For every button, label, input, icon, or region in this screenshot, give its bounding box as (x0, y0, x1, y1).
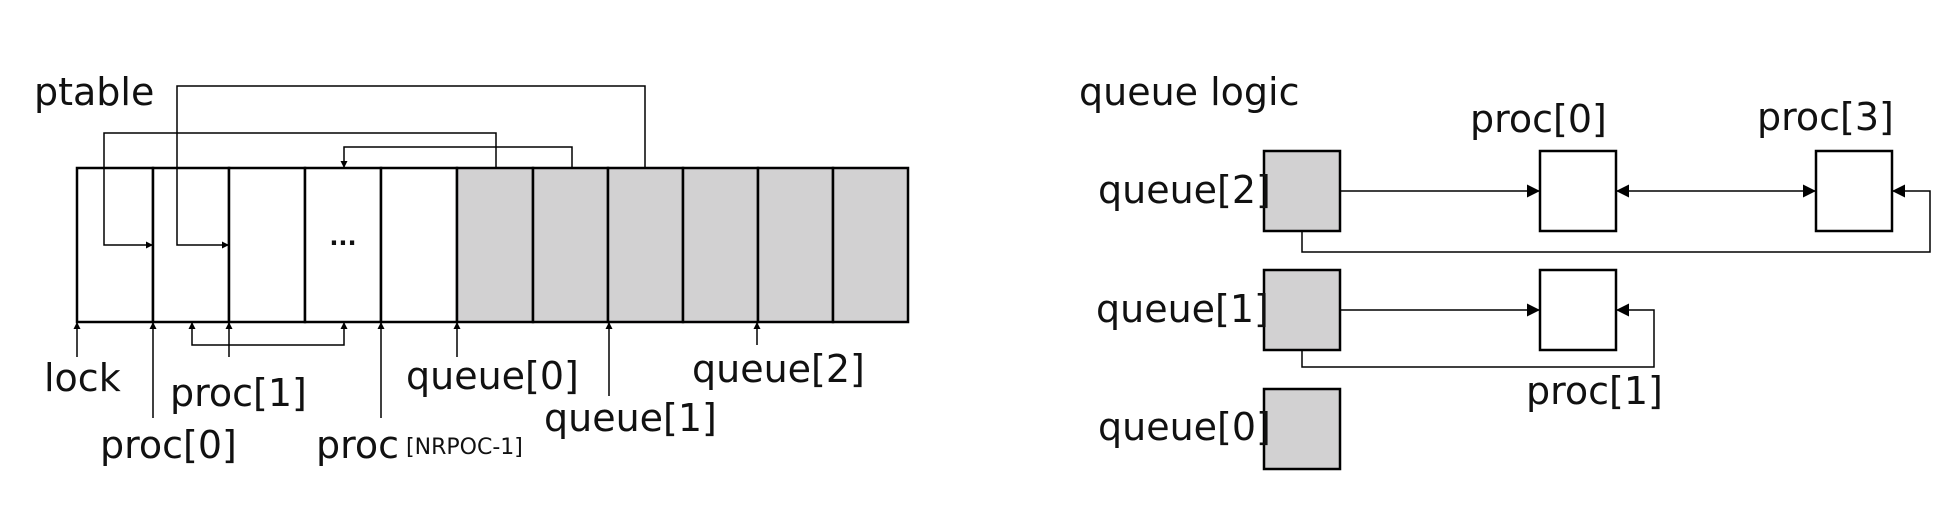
queue2-label: queue[2] (692, 347, 865, 391)
cell-proc-1 (227, 166, 307, 324)
queue0-box (1262, 387, 1342, 471)
proc0-label: proc[0] (100, 423, 237, 467)
cell-queue-0b (531, 166, 610, 324)
queue0-to-proc0-arrow (103, 132, 497, 249)
ptable-cells (75, 166, 910, 324)
proc-range-arrow (188, 322, 348, 346)
cell-proc-last (379, 166, 459, 324)
cell-queue-0 (455, 166, 535, 324)
queue-logic-section: queue logic queue[2] queue[1] queue[0] p… (1079, 70, 1931, 471)
cell-queue-2b (831, 166, 910, 324)
lock-label: lock (44, 356, 121, 400)
queue2-tail-arrow (1301, 184, 1931, 253)
queue1-tail-arrow (1301, 303, 1655, 368)
ptable-title: ptable (34, 70, 154, 114)
cell-queue-2 (756, 166, 835, 324)
queue1-to-proc1-arrow (176, 85, 646, 249)
proc0-label-right: proc[0] (1470, 97, 1607, 141)
queue2-label-right: queue[2] (1098, 168, 1271, 212)
proc1-label: proc[1] (170, 371, 307, 415)
cell-queue-1b (681, 166, 760, 324)
ptable-section: ptable ... lock proc[ (34, 70, 910, 467)
proc-last-label: proc [NRPOC-1] (316, 423, 523, 467)
queue0-label-right: queue[0] (1098, 405, 1271, 449)
ellipsis-mark: ... (329, 223, 356, 251)
proc1-box (1538, 268, 1618, 352)
queue0-next-arrow (340, 146, 573, 168)
queue0-label: queue[0] (406, 354, 579, 398)
queue1-box (1262, 268, 1342, 352)
proc1-label-right: proc[1] (1526, 369, 1663, 413)
proc0-box (1538, 149, 1618, 233)
proc3-box (1814, 149, 1894, 233)
proc3-label-right: proc[3] (1757, 95, 1894, 139)
queue1-label: queue[1] (544, 396, 717, 440)
queue2-box (1262, 149, 1342, 233)
queue-logic-title: queue logic (1079, 70, 1300, 114)
cell-queue-1 (606, 166, 685, 324)
queue1-label-right: queue[1] (1096, 287, 1269, 331)
